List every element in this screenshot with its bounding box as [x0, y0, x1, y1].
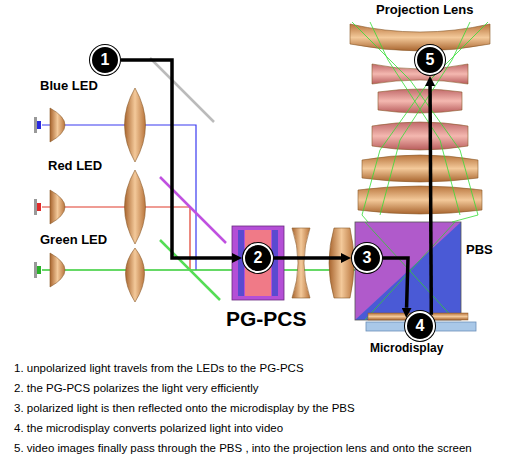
- flow-arrow: [383, 258, 408, 308]
- part-label: Microdisplay: [370, 341, 443, 355]
- led-red: [34, 190, 65, 224]
- condenser-lens: [125, 170, 146, 244]
- callout-number: 4: [416, 318, 425, 334]
- relay-lens: [292, 228, 310, 298]
- dichroic-mirror: [160, 240, 220, 300]
- callout-number: 5: [426, 52, 435, 68]
- callout-circle: 4: [405, 311, 435, 341]
- part-label: Projection Lens: [376, 2, 474, 18]
- pg-pcs-element: [232, 226, 284, 300]
- step-note: 3. polarized light is then reflected ont…: [14, 402, 355, 416]
- step-note: 1. unpolarized light travels from the LE…: [14, 362, 304, 376]
- part-label: PBS: [466, 242, 493, 258]
- step-note: 4. the microdisplay converts polarized l…: [14, 422, 283, 436]
- part-label: Blue LED: [40, 78, 98, 94]
- callout-circle: 1: [90, 45, 120, 75]
- projection-lens: [350, 24, 490, 214]
- mirror: [150, 58, 214, 122]
- relay-lens: [329, 228, 354, 298]
- part-label: Green LED: [40, 232, 107, 248]
- led-blue: [34, 108, 65, 142]
- flow-arrow: [430, 86, 431, 315]
- condenser-lens: [126, 248, 145, 302]
- dichroic-mirror: [160, 177, 226, 243]
- flow-arrow: [121, 60, 232, 258]
- flow-arrow: [274, 256, 341, 260]
- callout-number: 3: [363, 250, 372, 266]
- callout-circle: 5: [415, 45, 445, 75]
- part-label: Red LED: [48, 158, 102, 174]
- led-green: [34, 253, 65, 287]
- callout-number: 2: [254, 250, 263, 266]
- callout-number: 1: [101, 52, 110, 68]
- callout-circle: 3: [352, 243, 382, 273]
- step-note: 5. video images finally pass through the…: [14, 442, 472, 456]
- part-label: PG-PCS: [226, 306, 307, 331]
- step-note: 2. the PG-PCS polarizes the light very e…: [14, 382, 259, 396]
- light-rays: [352, 22, 488, 222]
- callout-circle: 2: [243, 243, 273, 273]
- condenser-lens: [125, 88, 146, 162]
